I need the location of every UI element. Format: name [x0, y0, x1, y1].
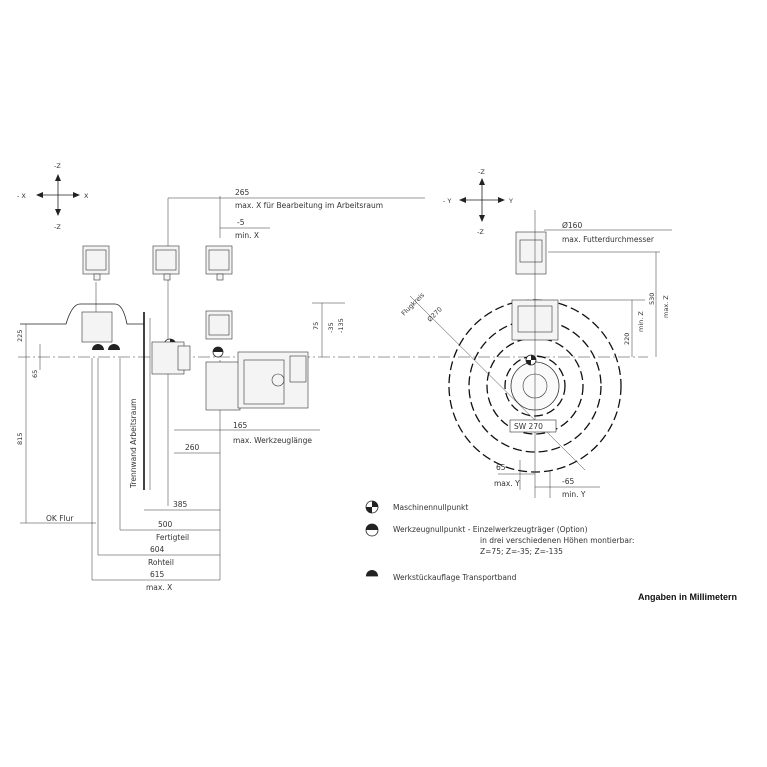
dim-minus-65: -65 — [562, 477, 574, 486]
dim-65: 65 — [31, 370, 39, 378]
dim-604: 604 — [150, 545, 165, 554]
dim-260: 260 — [185, 443, 200, 452]
dim-minus-5: -5 — [237, 218, 245, 227]
legend: Maschinennullpunkt Werkzeugnullpunkt - E… — [365, 500, 634, 582]
max-werkzeuglaenge-label: max. Werkzeuglänge — [233, 436, 312, 445]
werkzeugnullpunkt-icon — [365, 523, 379, 537]
flugkreis-label: Flugkreis — [400, 291, 427, 318]
bottom-dimensions: 165 max. Werkzeuglänge 260 Trennwand Arb… — [92, 399, 320, 592]
sw-270-label: SW 270 — [514, 422, 543, 431]
spindle-assembly — [151, 341, 309, 411]
workpiece-chuck-left — [20, 282, 151, 490]
dim-225: 225 — [16, 330, 24, 342]
max-y-label: max. Y — [494, 479, 520, 488]
legend-item-maschinennullpunkt: Maschinennullpunkt — [365, 500, 468, 514]
axis-right-down-label: -Z — [477, 228, 484, 236]
axis-left-right-label: X — [84, 192, 89, 200]
werkstueckauflage-icon — [92, 344, 120, 350]
axis-right-left-label: - Y — [443, 197, 451, 205]
axis-right-right-label: Y — [508, 197, 513, 205]
axis-left-up-label: -Z — [54, 162, 61, 170]
legend-text-line2: in drei verschiedenen Höhen montierbar: — [480, 536, 634, 545]
max-x-label: max. X — [146, 583, 172, 592]
dim-530: 530 — [648, 293, 656, 305]
legend-text: Maschinennullpunkt — [393, 503, 468, 512]
dim-65-y: 65 — [496, 463, 506, 472]
dim-minus-35: -35 — [327, 322, 335, 333]
dim-265: 265 — [235, 188, 250, 197]
min-z-label: min. Z — [637, 311, 645, 332]
footnote-units: Angaben in Millimetern — [638, 592, 737, 602]
fertigteil-label: Fertigteil — [156, 533, 189, 542]
legend-text: Werkstückauflage Transportband — [393, 573, 517, 582]
legend-text-line3: Z=75; Z=-35; Z=-135 — [480, 547, 563, 556]
trennwand-label: Trennwand Arbeitsraum — [129, 399, 138, 489]
axis-left-left-label: - X — [17, 192, 26, 200]
tool-holders-top — [82, 231, 547, 340]
dim-500: 500 — [158, 520, 173, 529]
maschinennullpunkt-icon — [365, 500, 379, 514]
chuck-side-view — [409, 210, 622, 498]
axis-cross-left: -Z -Z - X X — [17, 162, 89, 231]
legend-text: Werkzeugnullpunkt - Einzelwerkzeugträger… — [393, 525, 588, 534]
dim-815: 815 — [16, 433, 24, 445]
max-z-label: max. Z — [662, 295, 670, 318]
werkstueckauflage-icon — [366, 570, 378, 577]
dim-615: 615 — [150, 570, 165, 579]
dim-220: 220 — [623, 333, 631, 345]
dim-75: 75 — [312, 322, 320, 330]
max-x-bearbeitung-label: max. X für Bearbeitung im Arbeitsraum — [235, 201, 383, 210]
legend-item-werkzeugnullpunkt: Werkzeugnullpunkt - Einzelwerkzeugträger… — [365, 523, 634, 556]
axis-cross-right: -Z -Z - Y Y — [443, 168, 513, 236]
min-y-label: min. Y — [562, 490, 586, 499]
tool-height-dims: 75 -35 -135 — [312, 302, 345, 357]
werkzeugnullpunkt-icon — [212, 346, 224, 358]
dim-165: 165 — [233, 421, 248, 430]
min-x-label: min. X — [235, 231, 259, 240]
rohteil-label: Rohteil — [148, 558, 174, 567]
max-futterdurchmesser-label: max. Futterdurchmesser — [562, 235, 655, 244]
dim-385: 385 — [173, 500, 188, 509]
legend-item-werkstueckauflage: Werkstückauflage Transportband — [366, 570, 517, 582]
ok-flur-label: OK Flur — [46, 514, 74, 523]
left-dimensions: 225 65 815 OK Flur — [16, 324, 96, 524]
axis-left-down-label: -Z — [54, 223, 61, 231]
dim-160: Ø160 — [562, 221, 582, 230]
dim-minus-135: -135 — [337, 318, 345, 333]
axis-right-up-label: -Z — [478, 168, 485, 176]
